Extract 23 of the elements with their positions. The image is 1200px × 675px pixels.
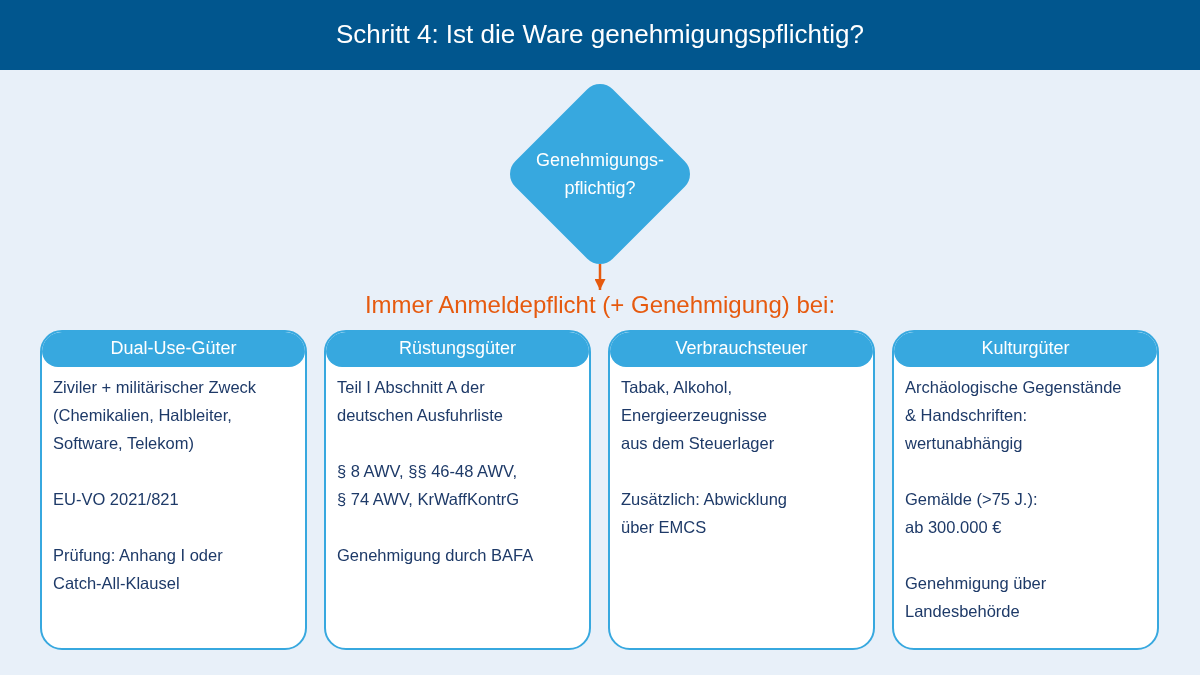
category-card	[324, 330, 591, 650]
decision-text: Genehmigungs- pflichtig?	[535, 149, 665, 200]
card-text: EU-VO 2021/821	[53, 489, 179, 510]
section-heading: Immer Anmeldepflicht (+ Genehmigung) bei:	[364, 290, 836, 320]
card-text: § 8 AWV, §§ 46-48 AWV, § 74 AWV, KrWaffKontrG	[337, 461, 520, 510]
arrow	[594, 264, 606, 290]
category-card	[608, 330, 875, 650]
card-heading: Verbrauchsteuer	[610, 332, 873, 367]
card-heading: Kulturgüter	[894, 332, 1157, 367]
category-card	[40, 330, 307, 650]
card-text: Tabak, Alkohol, Energieerzeugnisse aus dem Steuerlager	[621, 377, 775, 454]
card-text: Ziviler + militärischer Zweck (Chemikalien, Halbleiter, Software, Telekom)	[53, 377, 257, 454]
page-title: Schritt 4: Ist die Ware genehmigungspflichtig?	[336, 18, 864, 50]
card-text: Genehmigung durch BAFA	[337, 545, 534, 566]
card-text: Zusätzlich: Abwicklung über EMCS	[621, 489, 787, 538]
card-text: Gemälde (>75 J.): ab 300.000 €	[905, 489, 1038, 538]
card-text: Archäologische Gegenstände & Handschriften: wertunabhängig	[905, 377, 1122, 454]
card-text: Prüfung: Anhang I oder Catch-All-Klausel	[53, 545, 223, 594]
card-heading: Dual-Use-Güter	[42, 332, 305, 367]
card-text: Genehmigung über Landesbehörde	[905, 573, 1047, 622]
card-heading: Rüstungsgüter	[326, 332, 589, 367]
card-text: Teil I Abschnitt A der deutschen Ausfuhrliste	[337, 377, 504, 426]
category-card	[892, 330, 1159, 650]
